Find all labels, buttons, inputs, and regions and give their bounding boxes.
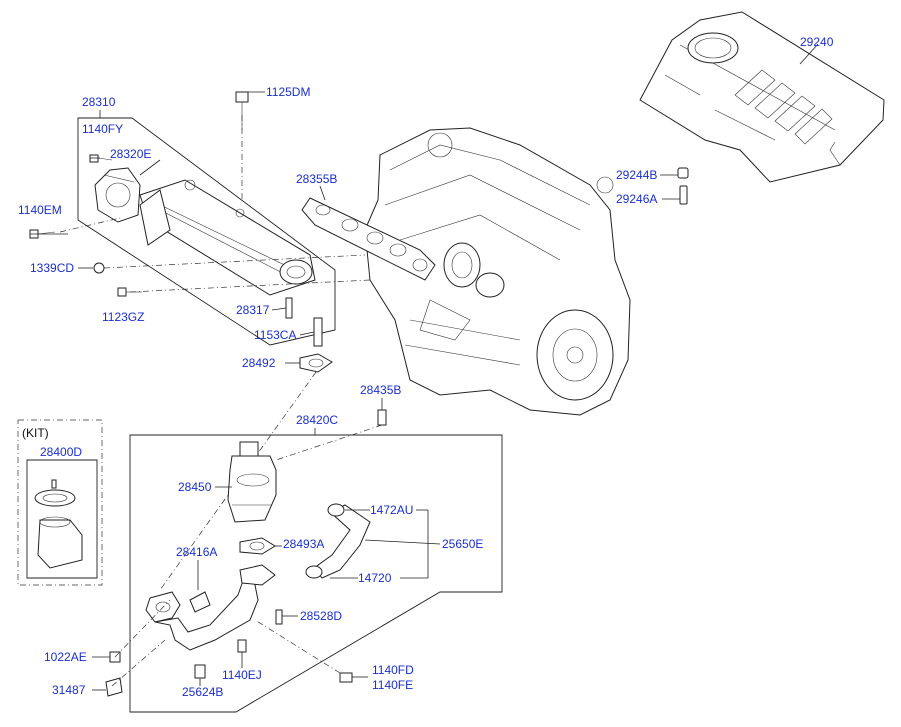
egr-pipe-drawing xyxy=(145,564,276,651)
exhaust-gasket-drawing xyxy=(301,197,436,281)
label-25650e[interactable]: 25650E xyxy=(442,537,484,551)
engine-cover-drawing xyxy=(639,11,885,183)
label-28416a[interactable]: 28416A xyxy=(176,545,218,559)
label-31487[interactable]: 31487 xyxy=(52,683,86,697)
label-28320e[interactable]: 28320E xyxy=(110,147,152,161)
label-29246a[interactable]: 29246A xyxy=(616,192,658,206)
label-29240[interactable]: 29240 xyxy=(800,35,834,49)
hose-drawing xyxy=(305,503,371,579)
label-1339cd[interactable]: 1339CD xyxy=(30,261,75,275)
label-28310[interactable]: 28310 xyxy=(82,95,116,109)
label-28492[interactable]: 28492 xyxy=(242,356,276,370)
label-1140ej[interactable]: 1140EJ xyxy=(222,668,262,682)
label-29244b[interactable]: 29244B xyxy=(616,168,658,182)
label-28435b[interactable]: 28435B xyxy=(360,383,402,397)
label-28355b[interactable]: 28355B xyxy=(296,172,338,186)
label-25624b[interactable]: 25624B xyxy=(182,685,224,699)
label-1123gz[interactable]: 1123GZ xyxy=(102,310,145,324)
label-1022ae[interactable]: 1022AE xyxy=(44,650,87,664)
engine-block-drawing xyxy=(364,127,631,416)
label-1140fe[interactable]: 1140FE xyxy=(372,678,414,692)
grommet-drawing xyxy=(677,167,689,205)
label-28528d[interactable]: 28528D xyxy=(300,609,343,623)
egr-valve-drawing xyxy=(94,167,141,223)
label-1140fd[interactable]: 1140FD xyxy=(372,663,414,677)
egr-cooler-drawing xyxy=(139,179,316,296)
label-1140fy[interactable]: 1140FY xyxy=(82,122,124,136)
label-28317[interactable]: 28317 xyxy=(236,303,270,317)
label-1153ca[interactable]: 1153CA xyxy=(254,328,297,342)
label-28400d[interactable]: 28400D xyxy=(40,445,83,459)
label-28420c[interactable]: 28420C xyxy=(296,413,339,427)
egr-valve-28450-drawing xyxy=(227,441,277,523)
kit-egr-valve-drawing xyxy=(34,479,83,569)
label-1125dm[interactable]: 1125DM xyxy=(266,85,311,99)
lower-bolt-drawings xyxy=(105,409,387,697)
gasket-28492-drawing xyxy=(299,353,333,373)
label-28493a[interactable]: 28493A xyxy=(283,537,325,551)
label-28450[interactable]: 28450 xyxy=(178,480,212,494)
label-14720[interactable]: 14720 xyxy=(358,571,392,585)
bolt-drawings xyxy=(29,91,323,347)
label-kit: (KIT) xyxy=(22,426,49,440)
label-1140em[interactable]: 1140EM xyxy=(18,203,62,217)
gasket-28493a-drawing xyxy=(239,537,276,555)
label-1472au[interactable]: 1472AU xyxy=(370,503,414,517)
